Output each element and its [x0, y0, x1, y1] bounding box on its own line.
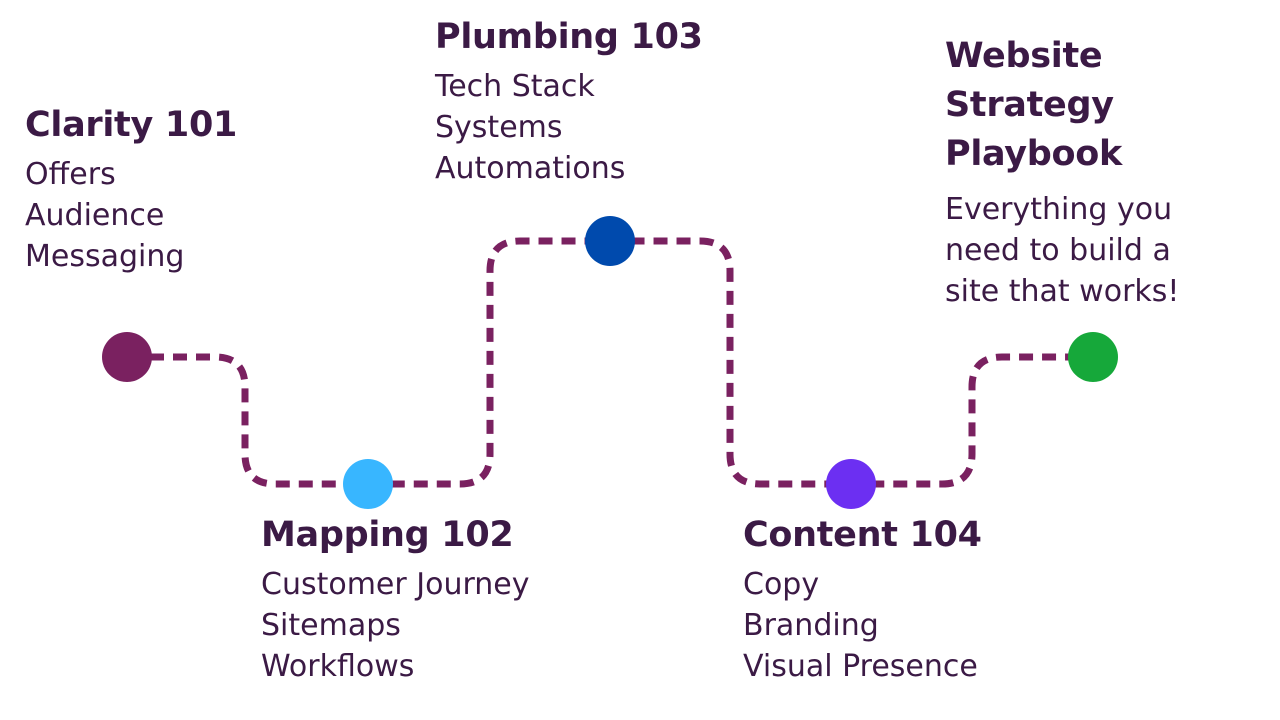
- stage-title-line: Strategy: [945, 85, 1114, 125]
- stage-title-line: Playbook: [945, 134, 1123, 174]
- milestone-dot-content: [826, 459, 876, 509]
- stage-playbook: Website Strategy Playbook Everything you…: [945, 32, 1245, 312]
- stage-item-list: Customer Journey Sitemaps Workflows: [261, 564, 530, 687]
- stage-item: Visual Presence: [743, 649, 978, 684]
- stage-title: Content 104: [743, 515, 982, 555]
- stage-item: Audience: [25, 198, 165, 233]
- stage-title-line: Website: [945, 36, 1103, 76]
- stage-title: Clarity 101: [25, 105, 238, 145]
- stage-item: Systems: [435, 110, 563, 145]
- stage-item: Sitemaps: [261, 608, 401, 643]
- stage-item-list: Copy Branding Visual Presence: [743, 564, 982, 687]
- stage-item: Customer Journey: [261, 567, 530, 602]
- stage-item: Automations: [435, 151, 626, 186]
- stage-plumbing: Plumbing 103 Tech Stack Systems Automati…: [435, 16, 703, 189]
- milestone-dot-clarity: [102, 332, 152, 382]
- stage-item: Tech Stack: [435, 69, 595, 104]
- stage-description: Everything you need to build a site that…: [945, 192, 1180, 309]
- stage-title: Plumbing 103: [435, 17, 703, 57]
- stage-item-list: Offers Audience Messaging: [25, 154, 237, 277]
- stage-item: Messaging: [25, 239, 185, 274]
- stage-content: Content 104 Copy Branding Visual Presenc…: [743, 514, 982, 687]
- stage-item: Offers: [25, 157, 116, 192]
- stage-item: Workflows: [261, 649, 415, 684]
- milestone-dot-playbook: [1068, 332, 1118, 382]
- stage-title: Mapping 102: [261, 515, 514, 555]
- milestone-dot-plumbing: [585, 216, 635, 266]
- stage-item: Branding: [743, 608, 879, 643]
- stage-mapping: Mapping 102 Customer Journey Sitemaps Wo…: [261, 514, 530, 687]
- stage-clarity: Clarity 101 Offers Audience Messaging: [25, 104, 237, 277]
- stage-description-wrap: Everything you need to build a site that…: [945, 189, 1245, 312]
- stage-item: Copy: [743, 567, 820, 602]
- stage-item-list: Tech Stack Systems Automations: [435, 66, 703, 189]
- milestone-dot-mapping: [343, 459, 393, 509]
- stage-title: Website Strategy Playbook: [945, 32, 1245, 179]
